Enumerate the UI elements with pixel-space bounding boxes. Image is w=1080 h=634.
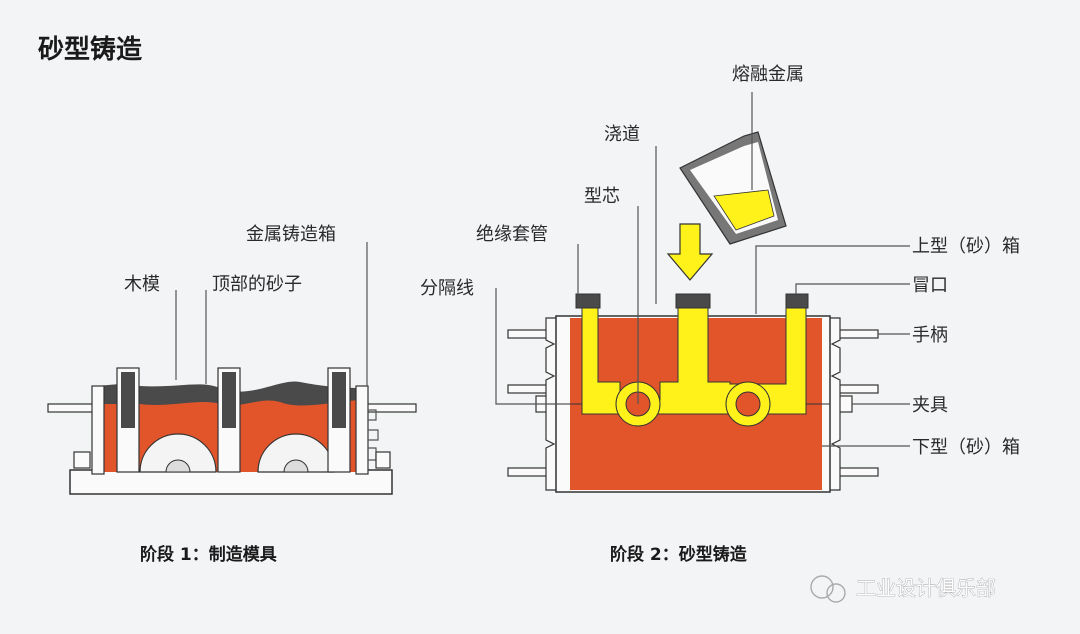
label-insulating-sleeve: 绝缘套管 xyxy=(476,224,548,245)
label-handle: 手柄 xyxy=(912,325,948,346)
stage2-mould xyxy=(507,131,879,493)
left-block xyxy=(73,451,91,469)
stage2-caption: 阶段 2：砂型铸造 xyxy=(610,544,748,565)
label-casting-box: 金属铸造箱 xyxy=(246,224,336,245)
left-wall xyxy=(91,385,105,475)
label-parting-line: 分隔线 xyxy=(420,278,474,299)
molten-metal-in-ladle xyxy=(713,189,775,231)
label-sprue: 浇道 xyxy=(604,124,640,145)
stage1-mould xyxy=(47,367,417,495)
label-wood-pattern: 木模 xyxy=(124,274,160,295)
label-drag: 下型（砂）箱 xyxy=(912,437,1020,458)
watermark-text: 工业设计俱乐部 xyxy=(856,576,996,600)
base-plate xyxy=(69,469,393,495)
label-core: 型芯 xyxy=(584,186,620,207)
right-block xyxy=(375,451,391,469)
stage1-caption: 阶段 1：制造模具 xyxy=(140,544,277,565)
pour-arrow xyxy=(666,223,714,281)
label-cope: 上型（砂）箱 xyxy=(912,236,1020,257)
sleeve-sprue xyxy=(675,293,711,309)
label-molten-metal: 熔融金属 xyxy=(732,64,804,85)
sleeve-riser xyxy=(785,293,809,309)
core-right xyxy=(735,391,761,417)
right-wall xyxy=(355,385,369,475)
watermark: 工业设计俱乐部 xyxy=(810,575,996,603)
label-clamp: 夹具 xyxy=(912,395,948,416)
page-title: 砂型铸造 xyxy=(38,35,142,65)
sleeve-left xyxy=(575,293,601,309)
wechat-icon xyxy=(810,575,834,599)
wood-posts xyxy=(116,367,351,473)
pattern-left xyxy=(139,433,217,473)
label-riser: 冒口 xyxy=(912,275,948,296)
label-top-sand: 顶部的砂子 xyxy=(212,274,302,295)
